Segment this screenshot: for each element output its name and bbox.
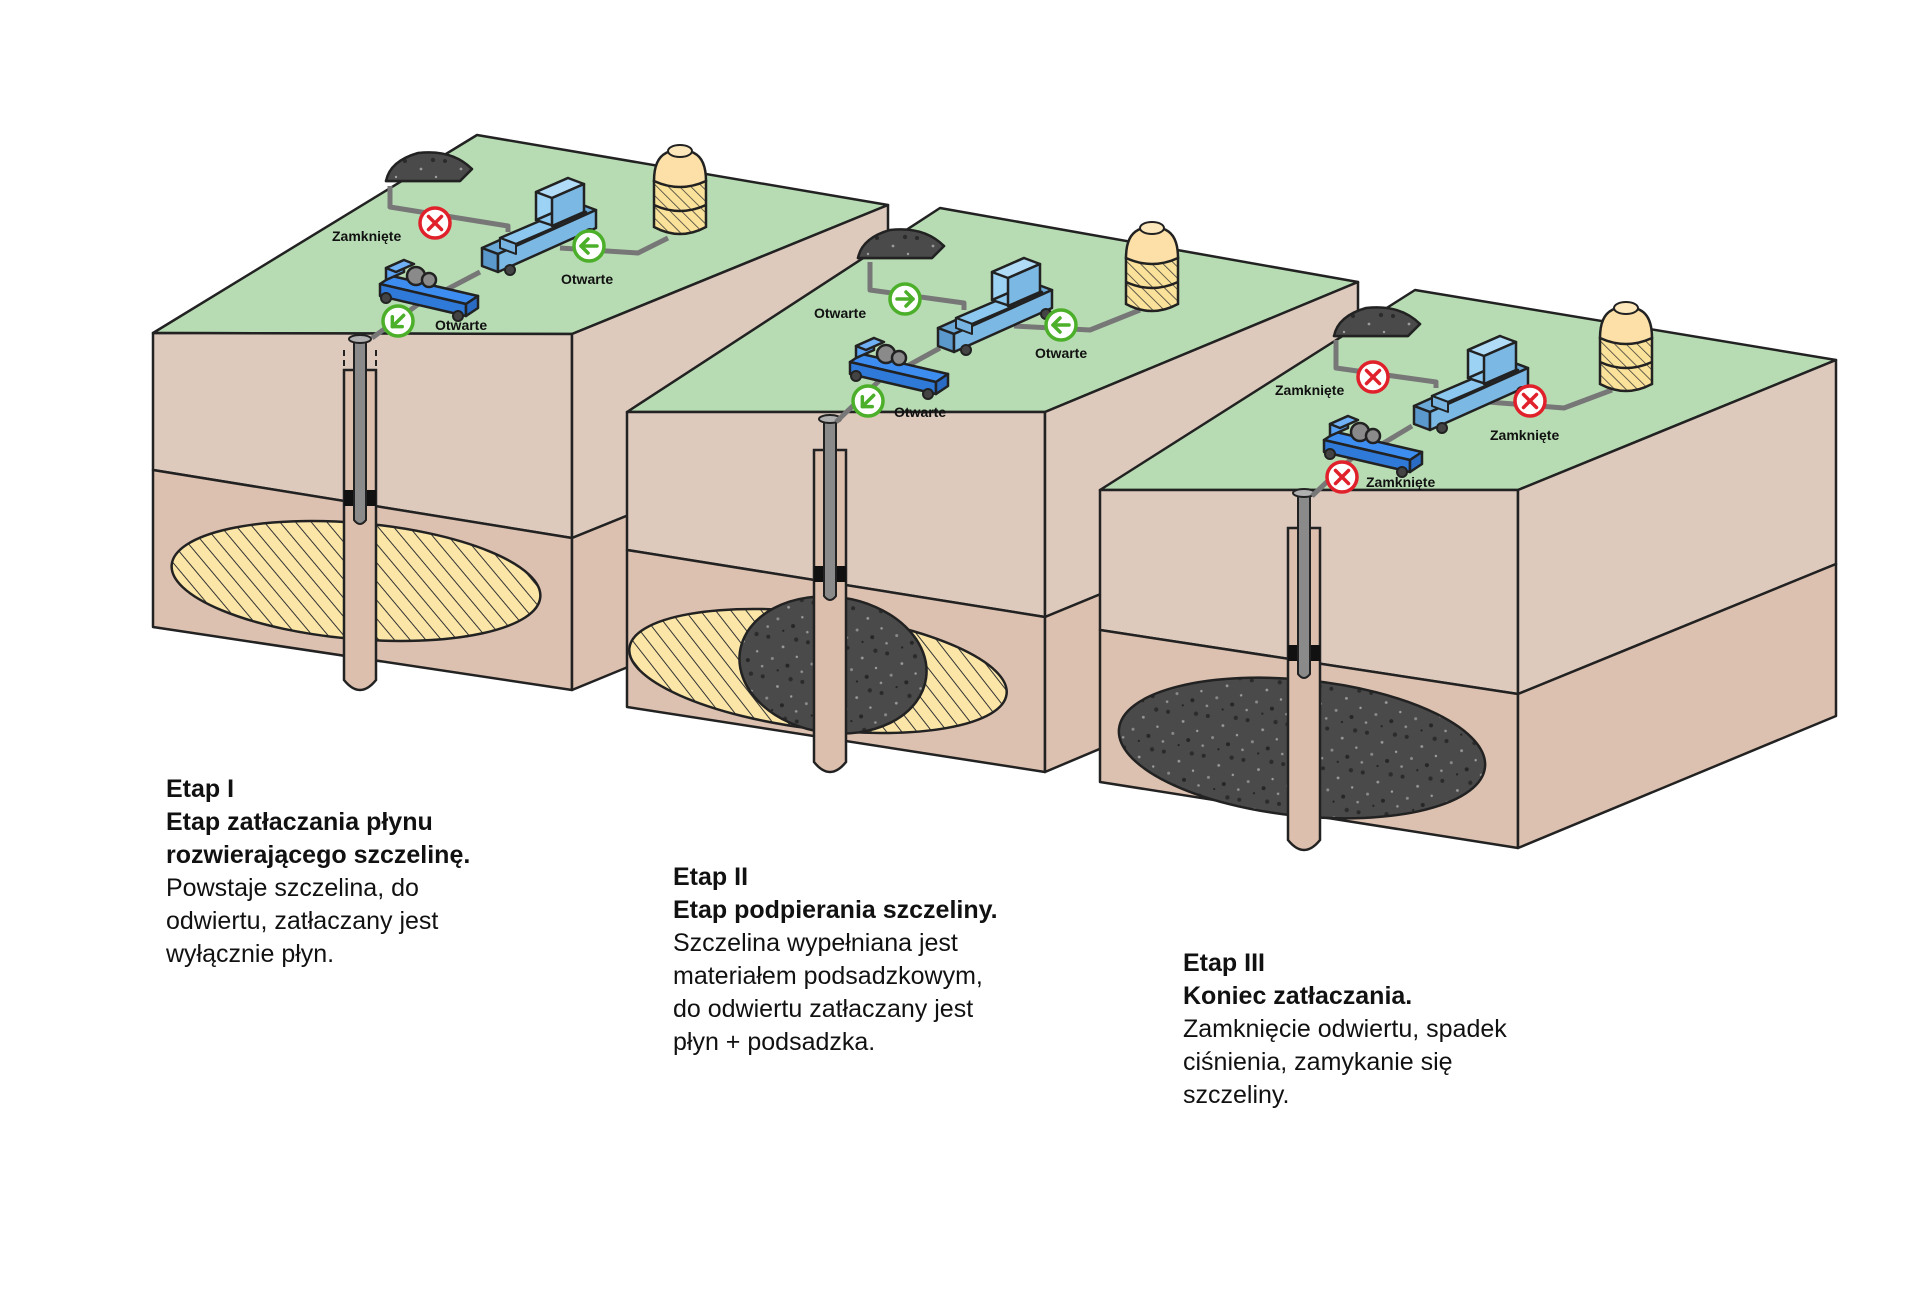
- stage-number: Etap I: [166, 775, 235, 803]
- stage-description: Powstaje szczelina, do: [166, 874, 419, 902]
- valve-label: Zamknięte: [1490, 427, 1559, 443]
- stage-1-caption: Etap I Etap zatłaczania płynu rozwierają…: [166, 773, 566, 971]
- stage-3-caption: Etap III Koniec zatłaczania. Zamknięcie …: [1183, 947, 1583, 1112]
- stage-description: ciśnienia, zamykanie się: [1183, 1048, 1453, 1076]
- stage-2-caption: Etap II Etap podpierania szczeliny. Szcz…: [673, 861, 1073, 1059]
- stage-title: rozwierającego szczelinę.: [166, 841, 471, 869]
- tank-icon: [1124, 220, 1180, 313]
- stage-title: Etap zatłaczania płynu: [166, 808, 433, 836]
- tank-icon: [652, 143, 708, 236]
- pipe: [1013, 307, 1141, 333]
- stage-description: Zamknięcie odwiertu, spadek: [1183, 1015, 1507, 1043]
- arrow-circle-icon[interactable]: [888, 282, 922, 316]
- x-circle-icon[interactable]: [1356, 360, 1390, 394]
- wellbore: [342, 334, 378, 692]
- valve-label: Otwarte: [1035, 345, 1087, 361]
- stage-number: Etap II: [673, 863, 749, 891]
- arrow-circle-icon[interactable]: [572, 229, 606, 263]
- x-circle-icon[interactable]: [418, 206, 452, 240]
- x-circle-icon[interactable]: [1513, 384, 1547, 418]
- arrow-circle-icon[interactable]: [1044, 308, 1078, 342]
- stage-description: odwiertu, zatłaczany jest: [166, 907, 439, 935]
- block-side-lower: [1516, 562, 1838, 850]
- block-stage-3: Zamknięte Zamknięte Zamknięte: [1098, 288, 1838, 852]
- stage-description: szczeliny.: [1183, 1081, 1290, 1109]
- pipe: [1487, 387, 1613, 411]
- valve-label: Zamknięte: [1275, 382, 1344, 398]
- stage-description: do odwiertu zatłaczany jest: [673, 995, 974, 1023]
- valve-label: Otwarte: [814, 305, 866, 321]
- stage-description: materiałem podsadzkowym,: [673, 962, 983, 990]
- stage-description: wyłącznie płyn.: [166, 940, 335, 968]
- stage-number: Etap III: [1183, 949, 1265, 977]
- wellbore: [812, 414, 848, 774]
- x-circle-icon[interactable]: [1325, 460, 1359, 494]
- stage-description: Szczelina wypełniana jest: [673, 929, 958, 957]
- wellbore: [1286, 488, 1322, 852]
- stage-title: Koniec zatłaczania.: [1183, 982, 1413, 1010]
- valve-label: Otwarte: [435, 317, 487, 333]
- valve-label: Zamknięte: [332, 228, 401, 244]
- stage-description: płyn + podsadzka.: [673, 1028, 876, 1056]
- stage-title: Etap podpierania szczeliny.: [673, 896, 998, 924]
- valve-label: Otwarte: [894, 404, 946, 420]
- valve-label: Otwarte: [561, 271, 613, 287]
- valve-label: Zamknięte: [1366, 474, 1435, 490]
- tank-icon: [1598, 300, 1654, 393]
